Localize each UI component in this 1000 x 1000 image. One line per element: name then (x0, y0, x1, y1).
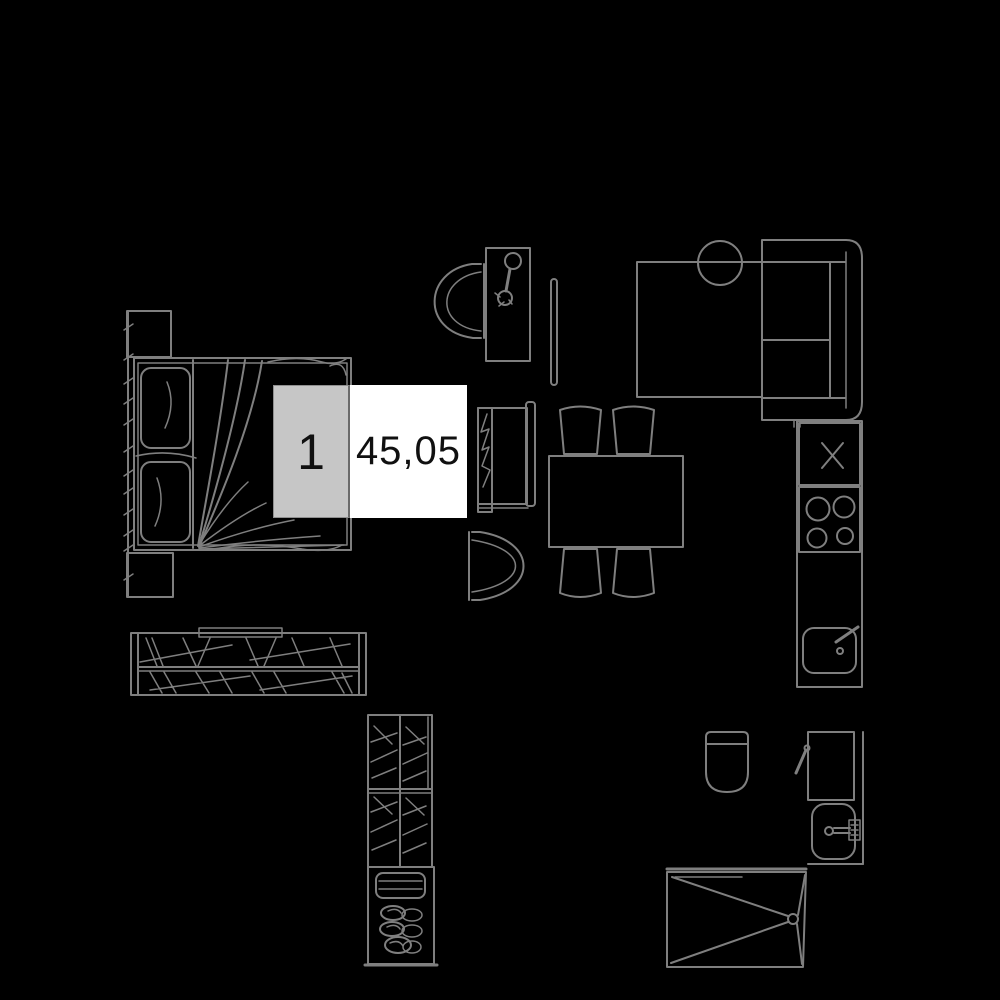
washing-machine (363, 866, 439, 967)
burner (806, 527, 828, 549)
wardrobe-tall (367, 714, 433, 868)
nightstand-top (126, 310, 172, 358)
toilet (705, 731, 749, 793)
burner (805, 496, 831, 522)
chair (559, 548, 602, 598)
chair (559, 405, 602, 455)
armchair-bottom (468, 531, 525, 601)
nightstand-bottom (126, 552, 174, 598)
unit-badge[interactable]: 1 45,05 (273, 385, 467, 518)
towel-rolls (379, 905, 423, 954)
unit-area: 45,05 (350, 385, 467, 518)
burner (836, 527, 854, 545)
plant (697, 240, 743, 286)
floor-lamp (485, 247, 531, 362)
kitchen-sink (802, 625, 860, 674)
bathroom-door-handle (794, 744, 811, 775)
dresser-long (130, 627, 367, 696)
mirror (550, 278, 558, 386)
dining-table (548, 455, 684, 548)
rug (636, 261, 763, 398)
stove (798, 486, 861, 553)
pillow (140, 461, 191, 543)
tv (525, 401, 536, 507)
sofa (761, 239, 863, 428)
bathroom-sink (811, 803, 861, 860)
radiator-wall-line (123, 310, 134, 598)
unit-number: 1 (273, 385, 350, 518)
tv-stand (477, 407, 529, 513)
double-bed (133, 357, 352, 552)
armchair-top (433, 263, 485, 339)
refrigerator (798, 422, 861, 486)
chair (612, 405, 655, 455)
chair (612, 548, 655, 598)
burner (832, 495, 856, 519)
shower (665, 867, 808, 968)
kitchen-counter (796, 420, 863, 688)
pillow (140, 367, 191, 449)
drain (787, 913, 799, 925)
vanity-cabinet (807, 731, 864, 865)
